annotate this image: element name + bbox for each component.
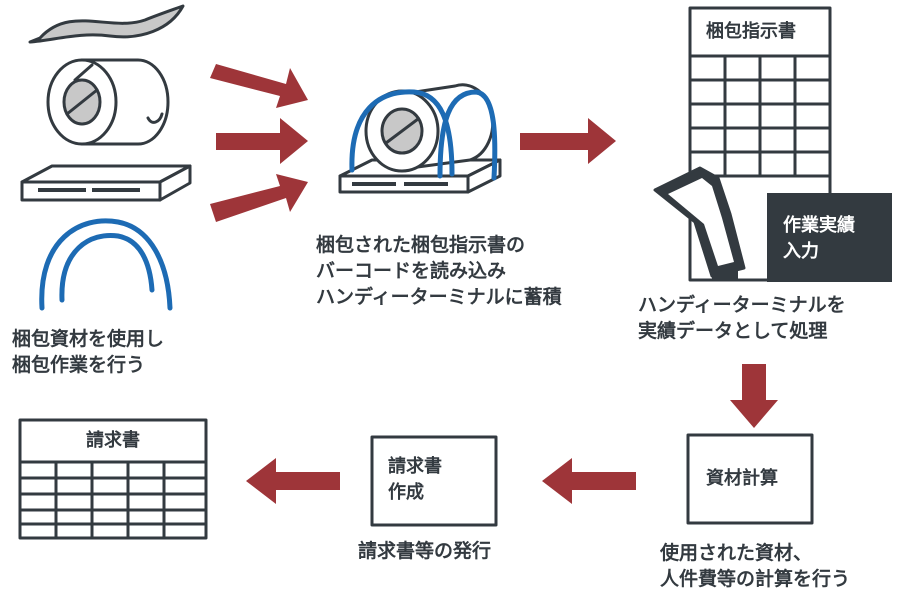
invoice-title: 請求書 <box>86 430 140 451</box>
fabric-roll-icon <box>28 4 185 44</box>
step4-caption-line1: 使用された資材、 <box>660 542 813 564</box>
step2-caption-line3: ハンディーターミナルに蓄積 <box>316 286 562 308</box>
badge-line2: 入力 <box>783 241 819 262</box>
step2-caption: 梱包された梱包指示書の バーコードを読み込み ハンディーターミナルに蓄積 <box>316 232 562 310</box>
step1-caption: 梱包資材を使用し 梱包作業を行う <box>12 326 164 378</box>
handy-terminal-scanner-icon <box>653 166 746 280</box>
invoice-creation-box <box>370 435 498 527</box>
tape-roll-icon <box>46 58 170 146</box>
packaged-roll-icon <box>338 83 502 194</box>
packing-instruction-title: 梱包指示書 <box>706 21 796 42</box>
invoice-creation-line1: 請求書 <box>388 456 442 477</box>
invoice-creation-line2: 作成 <box>388 482 424 503</box>
step3-caption: ハンディーターミナルを 実績データとして処理 <box>638 292 846 344</box>
step5-caption: 請求書等の発行 <box>358 540 492 562</box>
step1-caption-line1: 梱包資材を使用し <box>12 328 165 350</box>
flow-arrow-icon <box>730 364 778 428</box>
flow-arrow-icon <box>542 458 636 504</box>
step3-caption-line1: ハンディーターミナルを <box>638 294 846 316</box>
material-calculation-label: 資材計算 <box>706 468 778 489</box>
step2-caption-line2: バーコードを読み込み <box>316 260 507 282</box>
step1-caption-line2: 梱包作業を行う <box>12 354 146 376</box>
strapping-band-icon <box>39 218 173 311</box>
step3-caption-line2: 実績データとして処理 <box>638 320 828 342</box>
step2-caption-line1: 梱包された梱包指示書の <box>316 234 526 256</box>
badge-line1: 作業実績 <box>783 215 855 236</box>
pallet-board-icon <box>20 164 192 202</box>
invoice-sheet <box>18 418 208 540</box>
flow-arrow-icon <box>520 118 616 164</box>
work-result-input-badge: 作業実績 入力 <box>767 193 892 282</box>
flow-arrow-icon <box>210 64 308 222</box>
flow-arrow-icon <box>246 458 340 504</box>
step4-caption: 使用された資材、 人件費等の計算を行う <box>660 540 850 592</box>
invoice-creation-label: 請求書 作成 <box>388 454 442 506</box>
material-calculation-box <box>686 433 814 525</box>
step4-caption-line2: 人件費等の計算を行う <box>660 568 851 590</box>
